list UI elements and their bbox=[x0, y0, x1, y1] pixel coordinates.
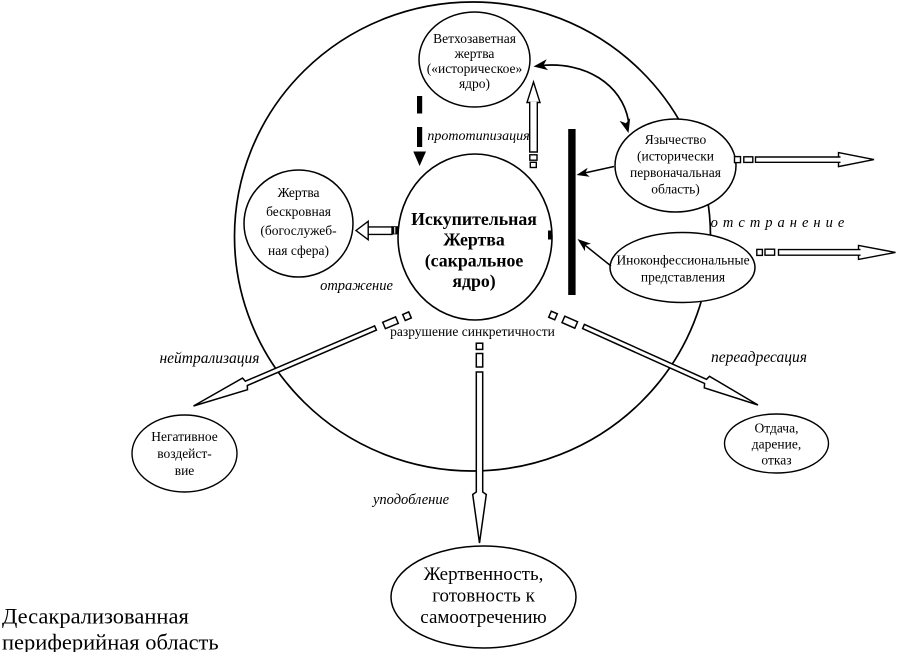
svg-text:самоотречению: самоотречению bbox=[420, 607, 546, 628]
svg-text:дарение,: дарение, bbox=[752, 437, 801, 452]
svg-text:готовность к: готовность к bbox=[432, 586, 535, 607]
svg-text:переадресация: переадресация bbox=[711, 349, 807, 366]
svg-text:жертва: жертва bbox=[454, 46, 495, 61]
svg-text:Негативное: Негативное bbox=[151, 429, 218, 444]
svg-text:ядро): ядро) bbox=[459, 76, 490, 91]
svg-text:периферийная область: периферийная область bbox=[2, 630, 219, 652]
svg-text:отказ: отказ bbox=[761, 453, 791, 468]
svg-text:Искупительная: Искупительная bbox=[411, 209, 537, 229]
svg-text:(«историческое»: («историческое» bbox=[427, 61, 523, 76]
svg-text:воздейст-: воздейст- bbox=[157, 446, 212, 461]
svg-text:первоначальная: первоначальная bbox=[630, 165, 721, 180]
svg-text:уподобление: уподобление bbox=[371, 492, 450, 508]
svg-text:ная сфера): ная сфера) bbox=[268, 243, 329, 258]
svg-text:вие: вие bbox=[175, 463, 195, 478]
svg-text:область): область) bbox=[651, 182, 700, 197]
svg-text:Отдача,: Отдача, bbox=[755, 421, 799, 436]
svg-text:отстранение: отстранение bbox=[711, 215, 850, 231]
svg-text:(богослужеб-: (богослужеб- bbox=[260, 223, 337, 238]
svg-text:Десакрализованная: Десакрализованная bbox=[2, 604, 189, 629]
svg-text:представления: представления bbox=[641, 270, 725, 285]
svg-text:Язычество: Язычество bbox=[645, 132, 707, 147]
svg-text:Жертва: Жертва bbox=[443, 230, 505, 250]
svg-text:Ветхозаветная: Ветхозаветная bbox=[433, 31, 516, 46]
svg-text:ядро): ядро) bbox=[452, 271, 495, 292]
svg-text:(сакральное: (сакральное bbox=[425, 251, 524, 272]
svg-text:нейтрализация: нейтрализация bbox=[159, 350, 259, 367]
svg-text:бескровная: бескровная bbox=[266, 204, 331, 219]
svg-text:отражение: отражение bbox=[320, 278, 393, 294]
svg-text:Жертва: Жертва bbox=[277, 185, 319, 200]
svg-text:(исторически: (исторически bbox=[637, 149, 714, 164]
svg-text:Жертвенность,: Жертвенность, bbox=[424, 564, 544, 585]
svg-text:разрушение синкретичности: разрушение синкретичности bbox=[390, 324, 555, 339]
svg-text:прототипизация: прототипизация bbox=[427, 129, 529, 144]
svg-text:Иноконфессиональные: Иноконфессиональные bbox=[616, 253, 749, 268]
